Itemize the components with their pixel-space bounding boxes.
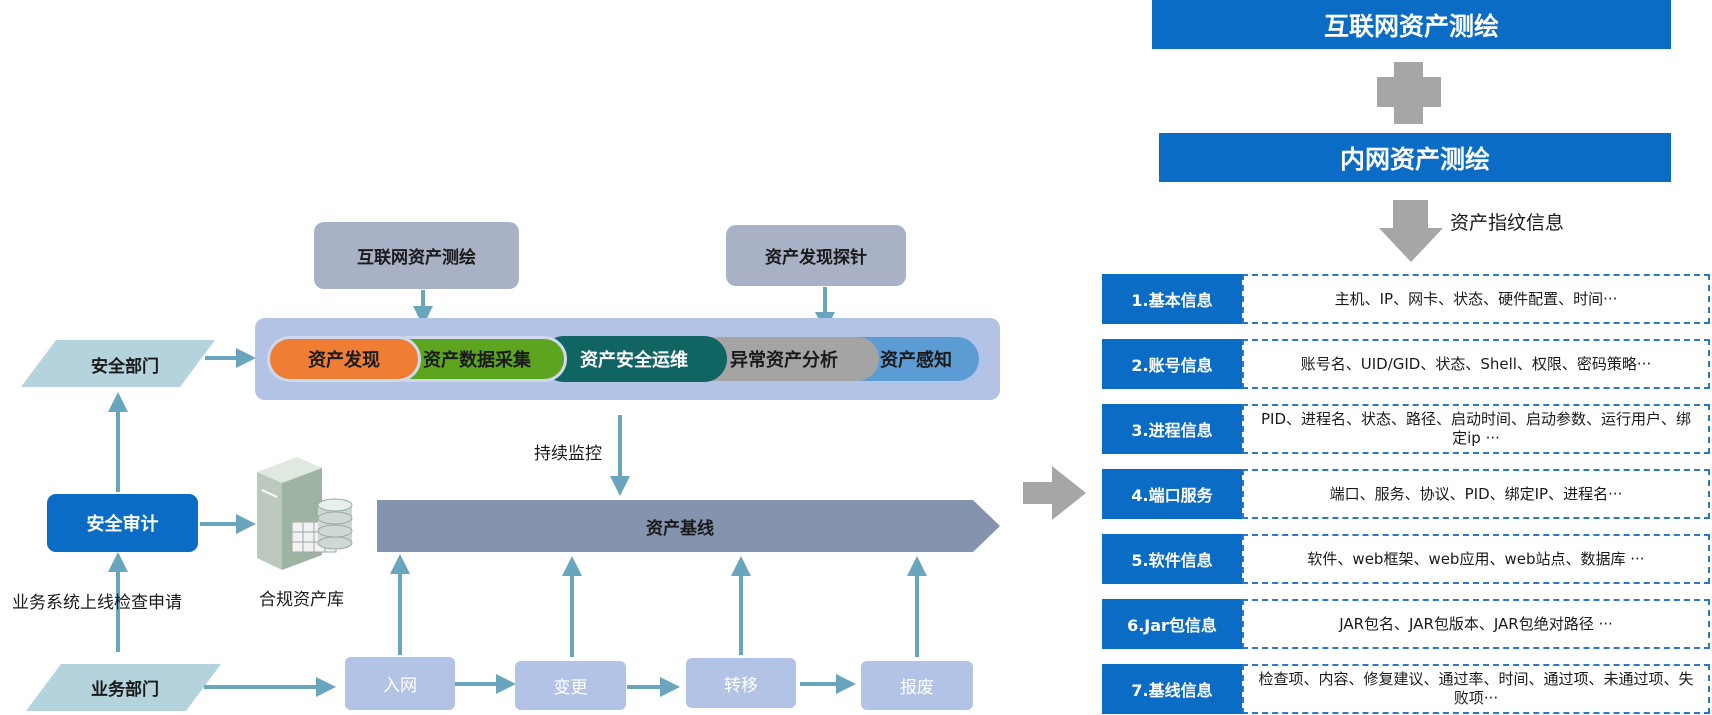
info-row-label-basic: 1.基本信息 xyxy=(1102,274,1242,324)
probe-box: 资产发现探针 xyxy=(726,225,906,286)
info-row-label-port: 4.端口服务 xyxy=(1102,469,1242,519)
down-arrow-icon xyxy=(1379,200,1443,262)
info-row-label-software: 5.软件信息 xyxy=(1102,534,1242,584)
info-row-desc-jar: JAR包名、JAR包版本、JAR包绝对路径 ··· xyxy=(1242,599,1710,649)
info-row-desc-basic: 主机、IP、网卡、状态、硬件配置、时间··· xyxy=(1242,274,1710,324)
intranet-mapping-banner: 内网资产测绘 xyxy=(1159,133,1671,182)
stage-scrap: 报废 xyxy=(861,661,973,710)
right-arrow-icon xyxy=(1023,466,1086,520)
info-row-label-jar: 6.Jar包信息 xyxy=(1102,599,1242,649)
internet-mapping-box: 互联网资产测绘 xyxy=(314,222,519,289)
security-dept-shape xyxy=(21,340,215,387)
info-row-label-account: 2.账号信息 xyxy=(1102,339,1242,389)
pipeline-security-ops: 资产安全运维 xyxy=(541,336,727,382)
business-dept-label: 业务部门 xyxy=(91,679,159,700)
info-row-desc-software: 软件、web框架、web应用、web站点、数据库 ··· xyxy=(1242,534,1710,584)
pipeline-discovery: 资产发现 xyxy=(267,336,421,382)
compliance-db-label: 合规资产库 xyxy=(259,590,344,610)
plus-icon xyxy=(1377,62,1441,124)
pipeline-data-collection: 资产数据采集 xyxy=(387,336,567,382)
info-row-desc-port: 端口、服务、协议、PID、绑定IP、进程名··· xyxy=(1242,469,1710,519)
fingerprint-label: 资产指纹信息 xyxy=(1450,212,1565,234)
database-icon xyxy=(317,498,353,550)
info-row-label-baseline: 7.基线信息 xyxy=(1102,664,1242,714)
stage-change: 变更 xyxy=(515,661,626,710)
audit-box: 安全审计 xyxy=(47,494,198,552)
stage-onboard: 入网 xyxy=(345,657,455,710)
business-dept-shape xyxy=(26,664,221,711)
internet-mapping-label: 互联网资产测绘 xyxy=(357,248,476,268)
security-dept-label: 安全部门 xyxy=(91,356,159,377)
info-row-desc-account: 账号名、UID/GID、状态、Shell、权限、密码策略··· xyxy=(1242,339,1710,389)
info-row-label-process: 3.进程信息 xyxy=(1102,404,1242,454)
internet-mapping-banner: 互联网资产测绘 xyxy=(1152,0,1671,49)
audit-label: 安全审计 xyxy=(86,514,159,535)
info-row-desc-process: PID、进程名、状态、路径、启动时间、启动参数、运行用户、绑定ip ··· xyxy=(1242,404,1710,454)
monitor-label: 持续监控 xyxy=(534,444,602,464)
server-icon xyxy=(257,457,322,570)
info-row-desc-baseline: 检查项、内容、修复建议、通过率、时间、通过项、未通过项、失败项··· xyxy=(1242,664,1710,714)
baseline-bar xyxy=(377,500,1000,552)
pipeline-container: 资产感知 异常资产分析 资产安全运维 资产数据采集 资产发现 xyxy=(255,318,1000,400)
probe-label: 资产发现探针 xyxy=(765,248,867,268)
baseline-label: 资产基线 xyxy=(646,518,714,539)
apply-label: 业务系统上线检查申请 xyxy=(12,593,182,613)
stage-transfer: 转移 xyxy=(686,658,796,708)
